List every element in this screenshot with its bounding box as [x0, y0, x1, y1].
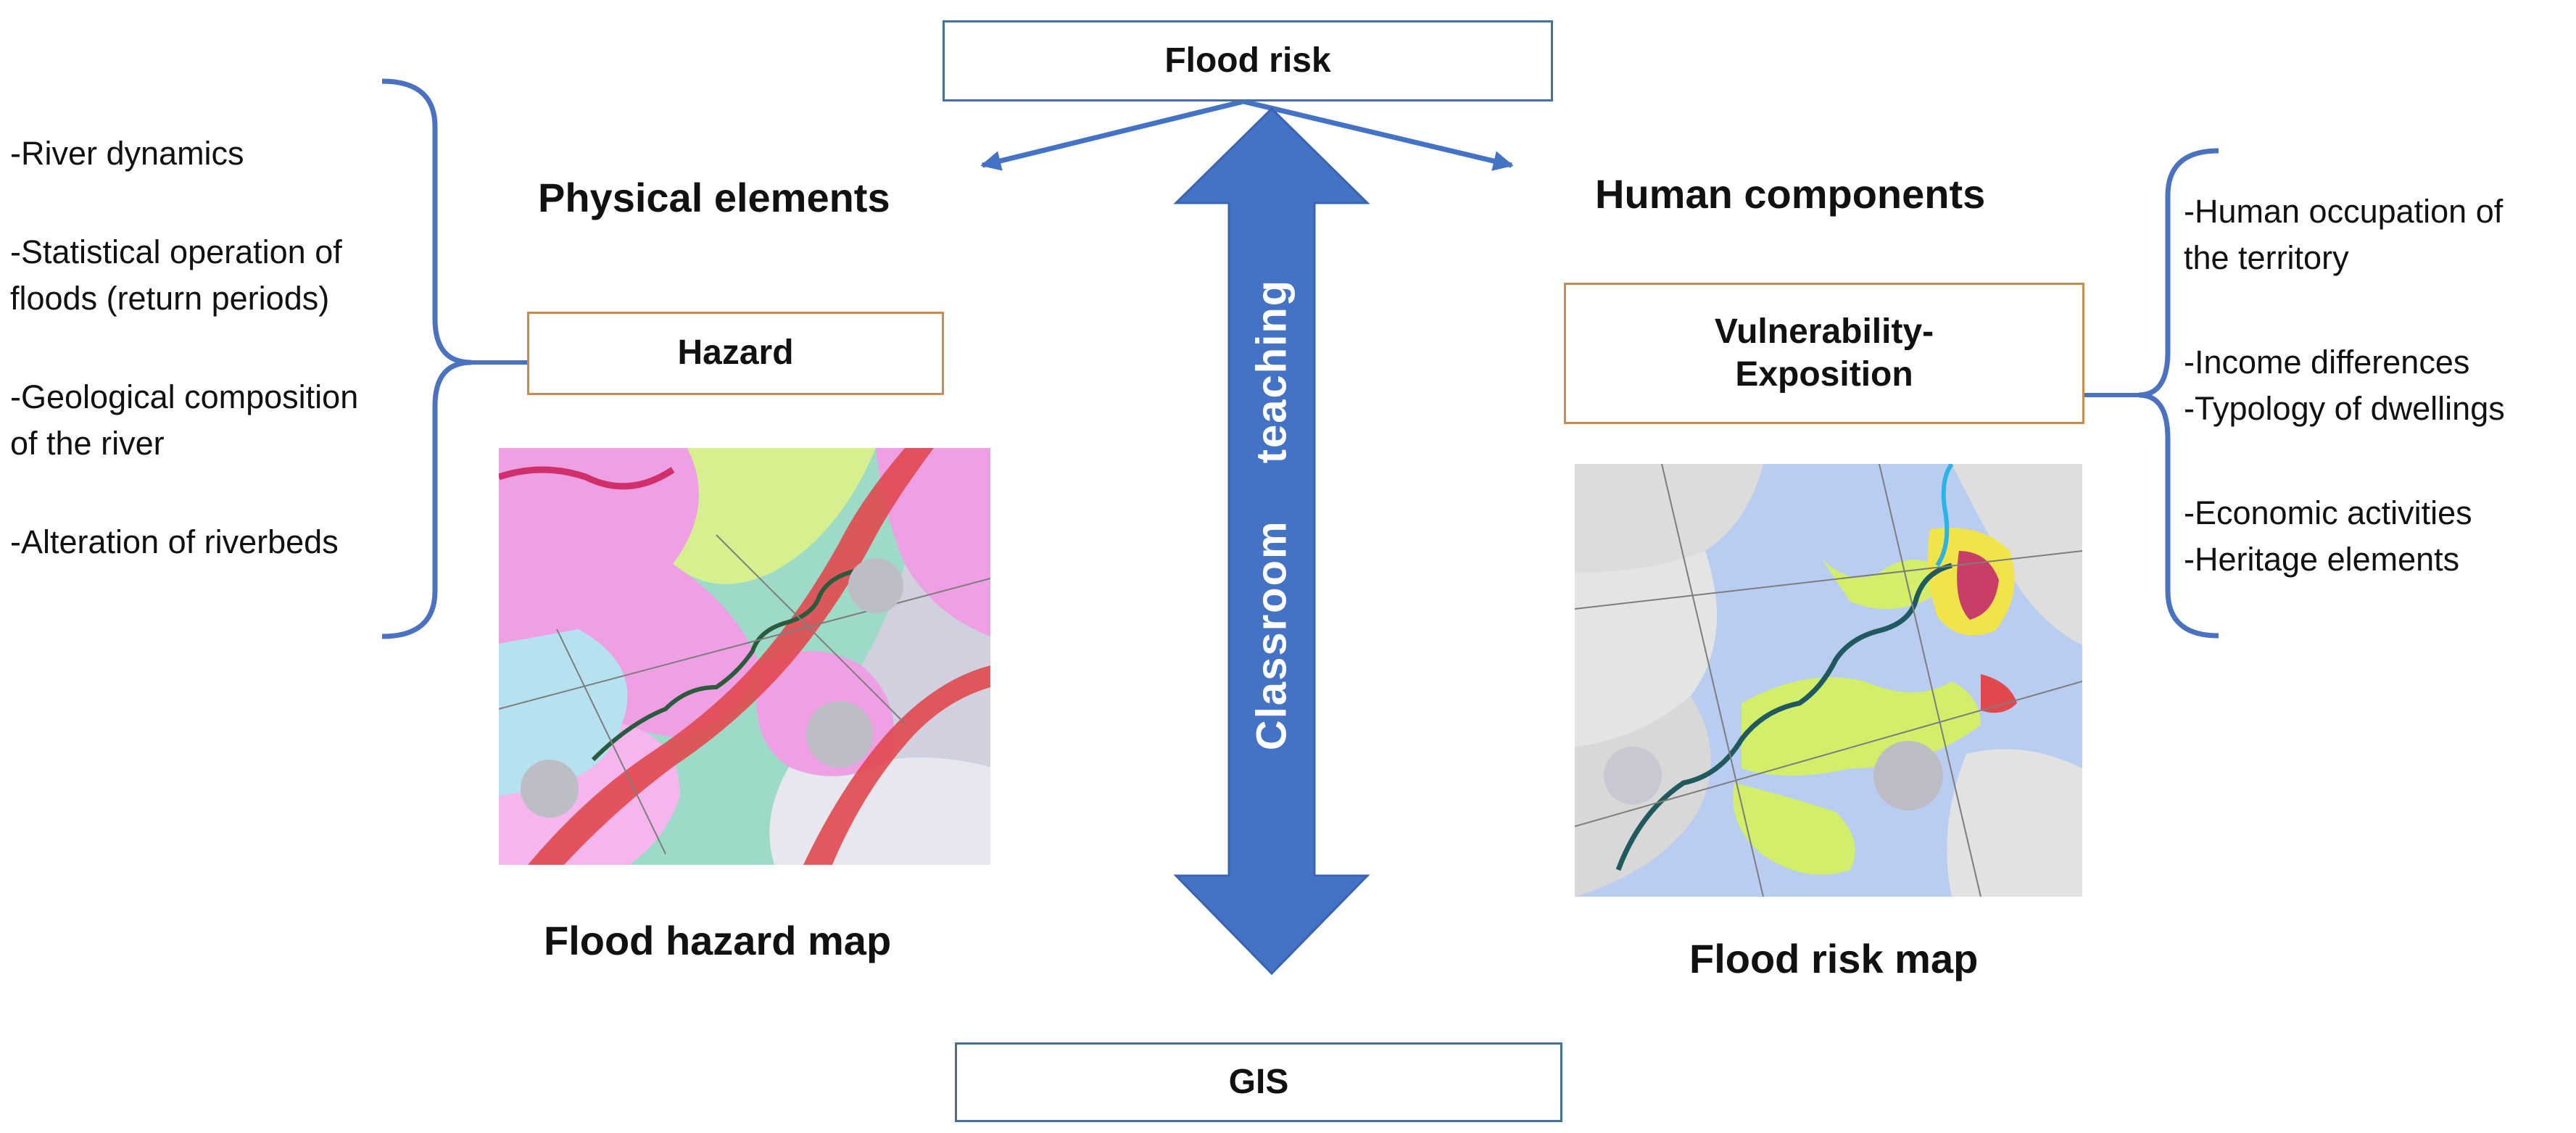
flood-hazard-map: [499, 448, 990, 865]
hazard-factor-item: -Geological composition: [10, 378, 359, 415]
hazard-factor-item: -River dynamics: [10, 135, 244, 172]
hazard-bracket: [381, 78, 472, 639]
human-components-heading: Human components: [1595, 171, 1986, 217]
flood-risk-map: [1575, 464, 2082, 897]
flood-risk-map-caption: Flood risk map: [1689, 936, 1979, 981]
vulnerability-box: Vulnerability- Exposition: [1564, 283, 2084, 424]
human-factor-item: -Human occupation of: [2184, 193, 2503, 230]
flood-risk-label: Flood risk: [1164, 41, 1331, 80]
gis-box: GIS: [955, 1042, 1562, 1122]
human-factor-list: -Human occupation of the territory -Inco…: [2184, 188, 2505, 583]
human-factor-item: -Economic activities: [2184, 494, 2472, 531]
vulnerability-label-line2: Exposition: [1735, 354, 1913, 394]
vulnerability-label-line1: Vulnerability-: [1714, 312, 1934, 351]
gis-label: GIS: [1228, 1062, 1289, 1101]
hazard-factor-item: of the river: [10, 425, 165, 462]
classroom-double-arrow: [1173, 107, 1370, 976]
arrow-to-physical: [980, 99, 1244, 171]
physical-elements-heading: Physical elements: [538, 175, 890, 220]
human-factor-item: the territory: [2184, 239, 2349, 276]
arrow-to-human: [1243, 99, 1514, 171]
hazard-factor-item: -Alteration of riverbeds: [10, 523, 339, 560]
hazard-factor-item: -Statistical operation of: [10, 233, 342, 270]
hazard-factor-list: -River dynamics -Statistical operation o…: [10, 130, 358, 565]
hazard-box: Hazard: [527, 312, 944, 395]
human-factor-item: -Heritage elements: [2184, 541, 2460, 578]
hazard-factor-item: floods (return periods): [10, 280, 330, 317]
hazard-label: Hazard: [677, 333, 794, 373]
flood-risk-box: Flood risk: [943, 20, 1553, 101]
human-factor-item: -Typology of dwellings: [2184, 390, 2505, 427]
flood-hazard-map-caption: Flood hazard map: [544, 918, 892, 963]
classroom-teaching-label: Classroom teaching: [1248, 278, 1296, 751]
human-factor-item: -Income differences: [2184, 344, 2470, 381]
